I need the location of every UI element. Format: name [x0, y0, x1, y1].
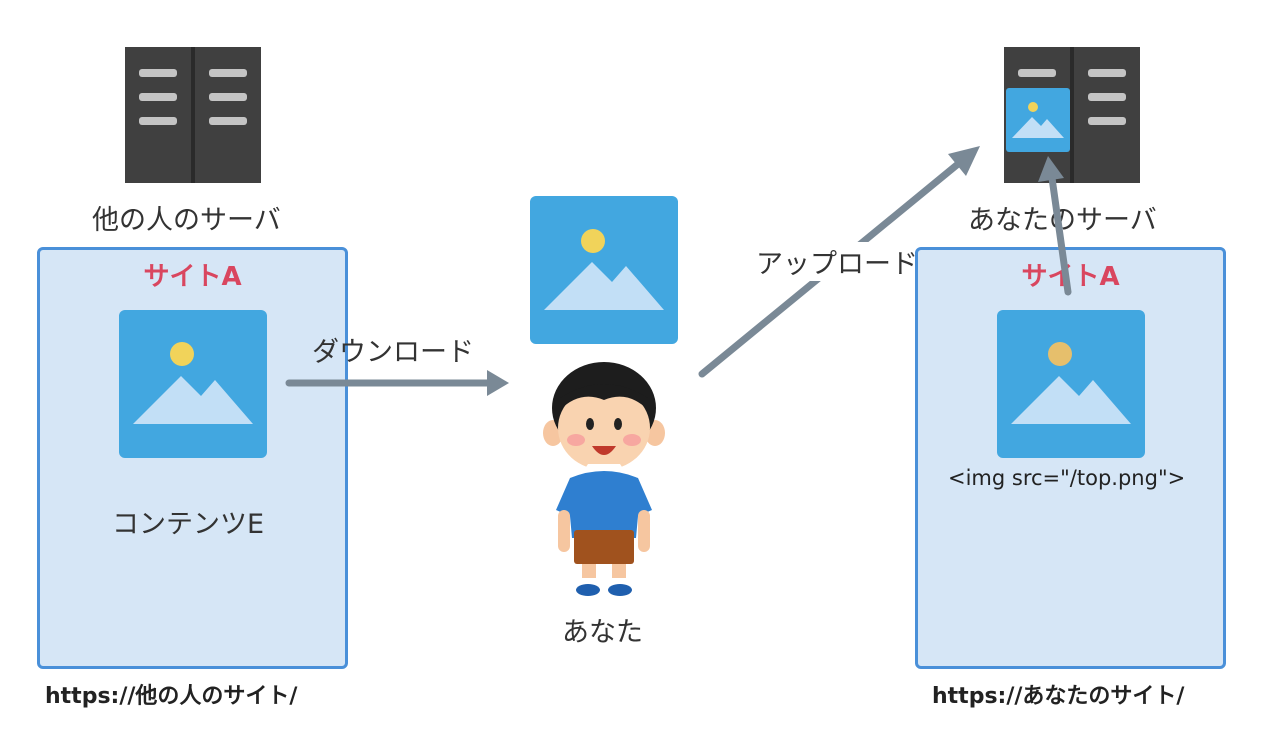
other-site-title: サイトA	[143, 262, 242, 292]
upload-label: アップロード	[756, 242, 918, 281]
stored-image-icon	[1006, 88, 1070, 152]
download-label: ダウンロード	[312, 337, 474, 368]
reference-arrow-icon	[1038, 156, 1072, 296]
other-server-icon	[125, 47, 261, 183]
download-arrow-icon	[285, 370, 509, 396]
person-label: あなた	[562, 617, 643, 648]
your-site-url: https://あなたのサイト/	[932, 684, 1185, 709]
transfer-image-icon	[530, 196, 678, 344]
other-server-label: 他の人のサーバ	[92, 205, 281, 236]
content-e-label: コンテンツE	[112, 509, 265, 540]
person-icon	[543, 362, 665, 596]
top-image-icon	[997, 310, 1145, 458]
img-tag-code: <img src="/top.png">	[948, 466, 1186, 490]
other-site-url: https://他の人のサイト/	[45, 684, 298, 709]
content-image-icon	[119, 310, 267, 458]
